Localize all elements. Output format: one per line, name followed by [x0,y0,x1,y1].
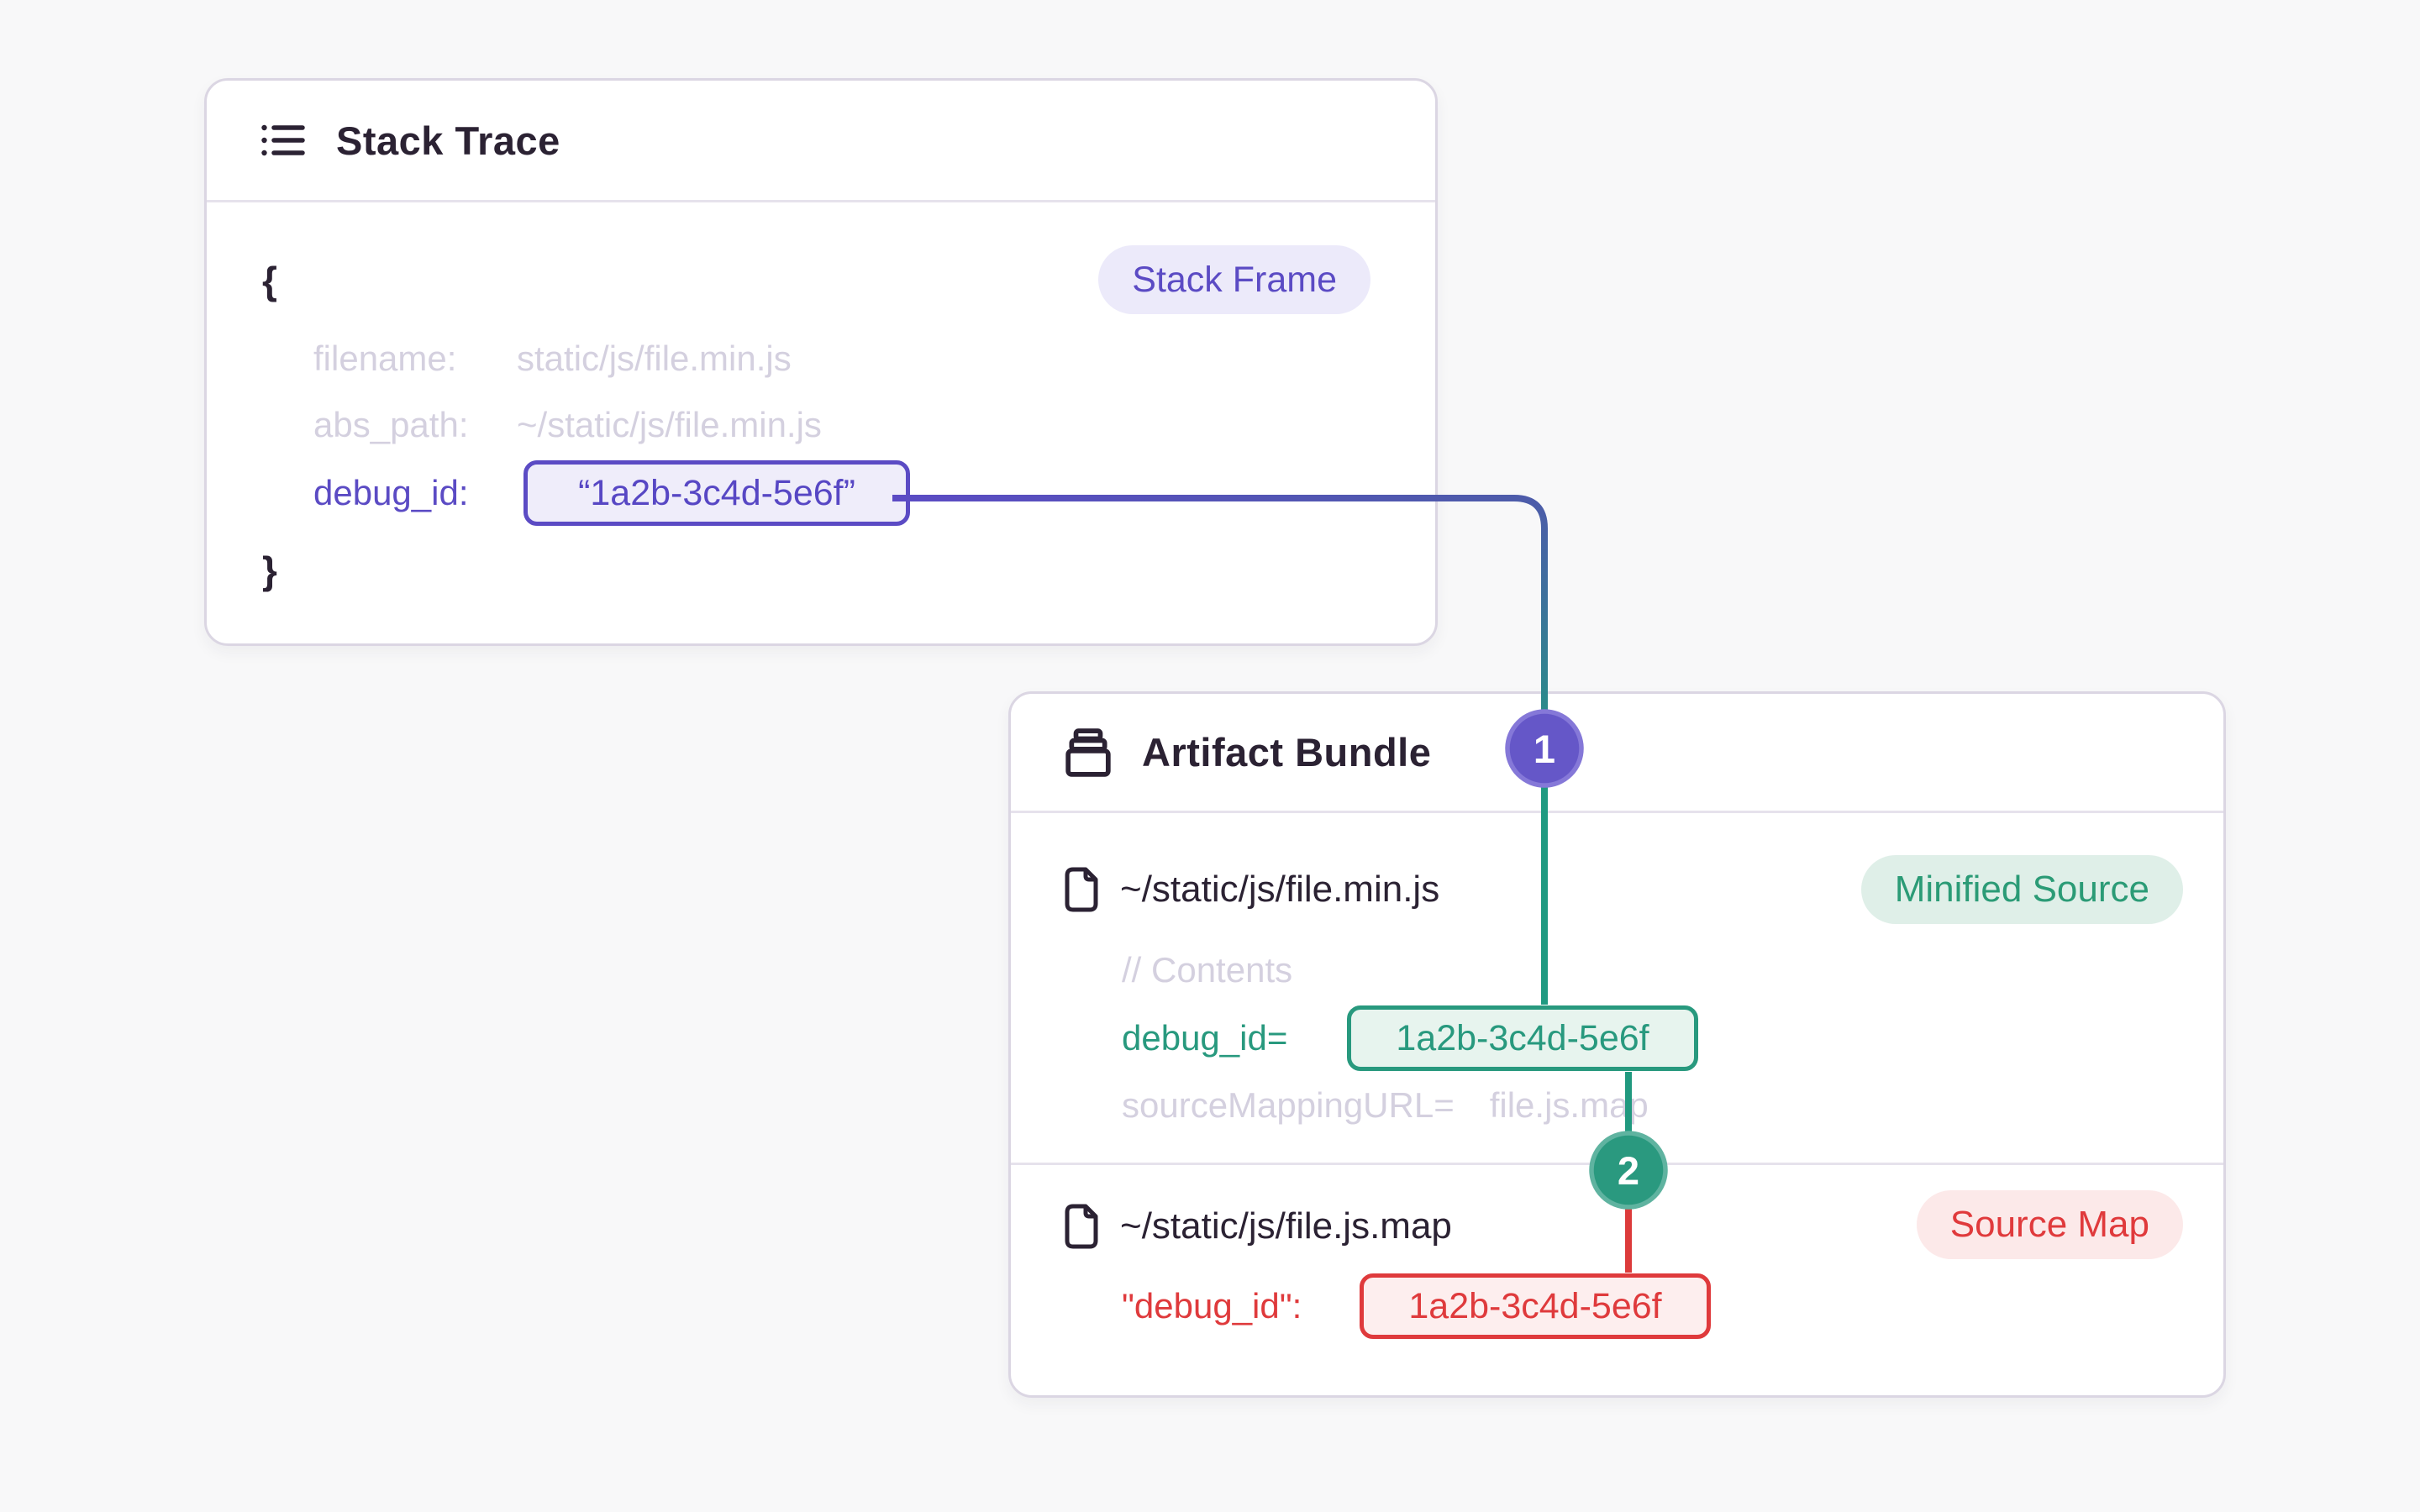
contents-comment: // Contents [1122,950,1293,990]
file-name: ~/static/js/file.js.map [1120,1205,1452,1247]
stack-field-row: abs_path: ~/static/js/file.min.js [313,400,822,450]
source-map-badge-label: Source Map [1949,1204,2149,1245]
card-title: Stack Trace [336,118,560,163]
file-name: ~/static/js/file.min.js [1120,869,1440,910]
card-title: Artifact Bundle [1142,730,1432,774]
field-label: abs_path: [313,405,469,444]
debug-id-value-box: 1a2b-3c4d-5e6f [1360,1273,1711,1339]
bundle-debug-id-row: debug_id= 1a2b-3c4d-5e6f [1122,1005,1698,1071]
source-mapping-row: sourceMappingURL= file.js.map [1122,1080,1649,1131]
debug-id-value: “1a2b-3c4d-5e6f” [578,473,855,513]
file-icon [1065,1204,1098,1249]
debug-id-value: 1a2b-3c4d-5e6f [1396,1018,1649,1058]
field-label: filename: [313,339,457,378]
source-mapping-value: file.js.map [1489,1085,1649,1125]
row-divider [1011,1163,2223,1165]
artifact-bundle-header: Artifact Bundle [1011,694,2223,813]
debug-id-label: "debug_id": [1122,1286,1302,1326]
list-icon [261,124,305,156]
debug-id-value-box: “1a2b-3c4d-5e6f” [523,460,910,526]
source-map-badge: Source Map [1916,1190,2183,1259]
brace-open: { [262,259,277,302]
bundle-file-row: ~/static/js/file.min.js [1063,864,1439,915]
field-value: static/js/file.min.js [517,339,792,378]
stack-frame-badge-label: Stack Frame [1132,259,1337,300]
artifact-bundle-card: Artifact Bundle ~/static/js/file.min.js … [1008,691,2226,1398]
archive-icon [1065,727,1111,777]
source-mapping-label: sourceMappingURL= [1122,1085,1455,1125]
stack-trace-card: Stack Trace { Stack Frame filename: stat… [204,78,1438,646]
debug-id-label: debug_id= [1122,1018,1288,1058]
debug-id-label: debug_id: [313,473,469,512]
minified-source-badge-label: Minified Source [1894,869,2149,910]
sourcemap-debug-id-row: "debug_id": 1a2b-3c4d-5e6f [1122,1273,1711,1339]
stack-trace-header: Stack Trace [207,81,1435,202]
file-icon [1065,867,1098,912]
debug-id-value-box: 1a2b-3c4d-5e6f [1347,1005,1698,1071]
stack-field-row: filename: static/js/file.min.js [313,333,792,384]
minified-source-badge: Minified Source [1860,855,2183,924]
debug-id-value: 1a2b-3c4d-5e6f [1408,1286,1662,1326]
stack-debug-id-row: debug_id: “1a2b-3c4d-5e6f” [313,460,910,526]
field-value: ~/static/js/file.min.js [517,405,822,444]
brace-close: } [262,549,277,592]
stack-frame-badge: Stack Frame [1098,245,1370,314]
bundle-file-row: ~/static/js/file.js.map [1063,1201,1452,1252]
